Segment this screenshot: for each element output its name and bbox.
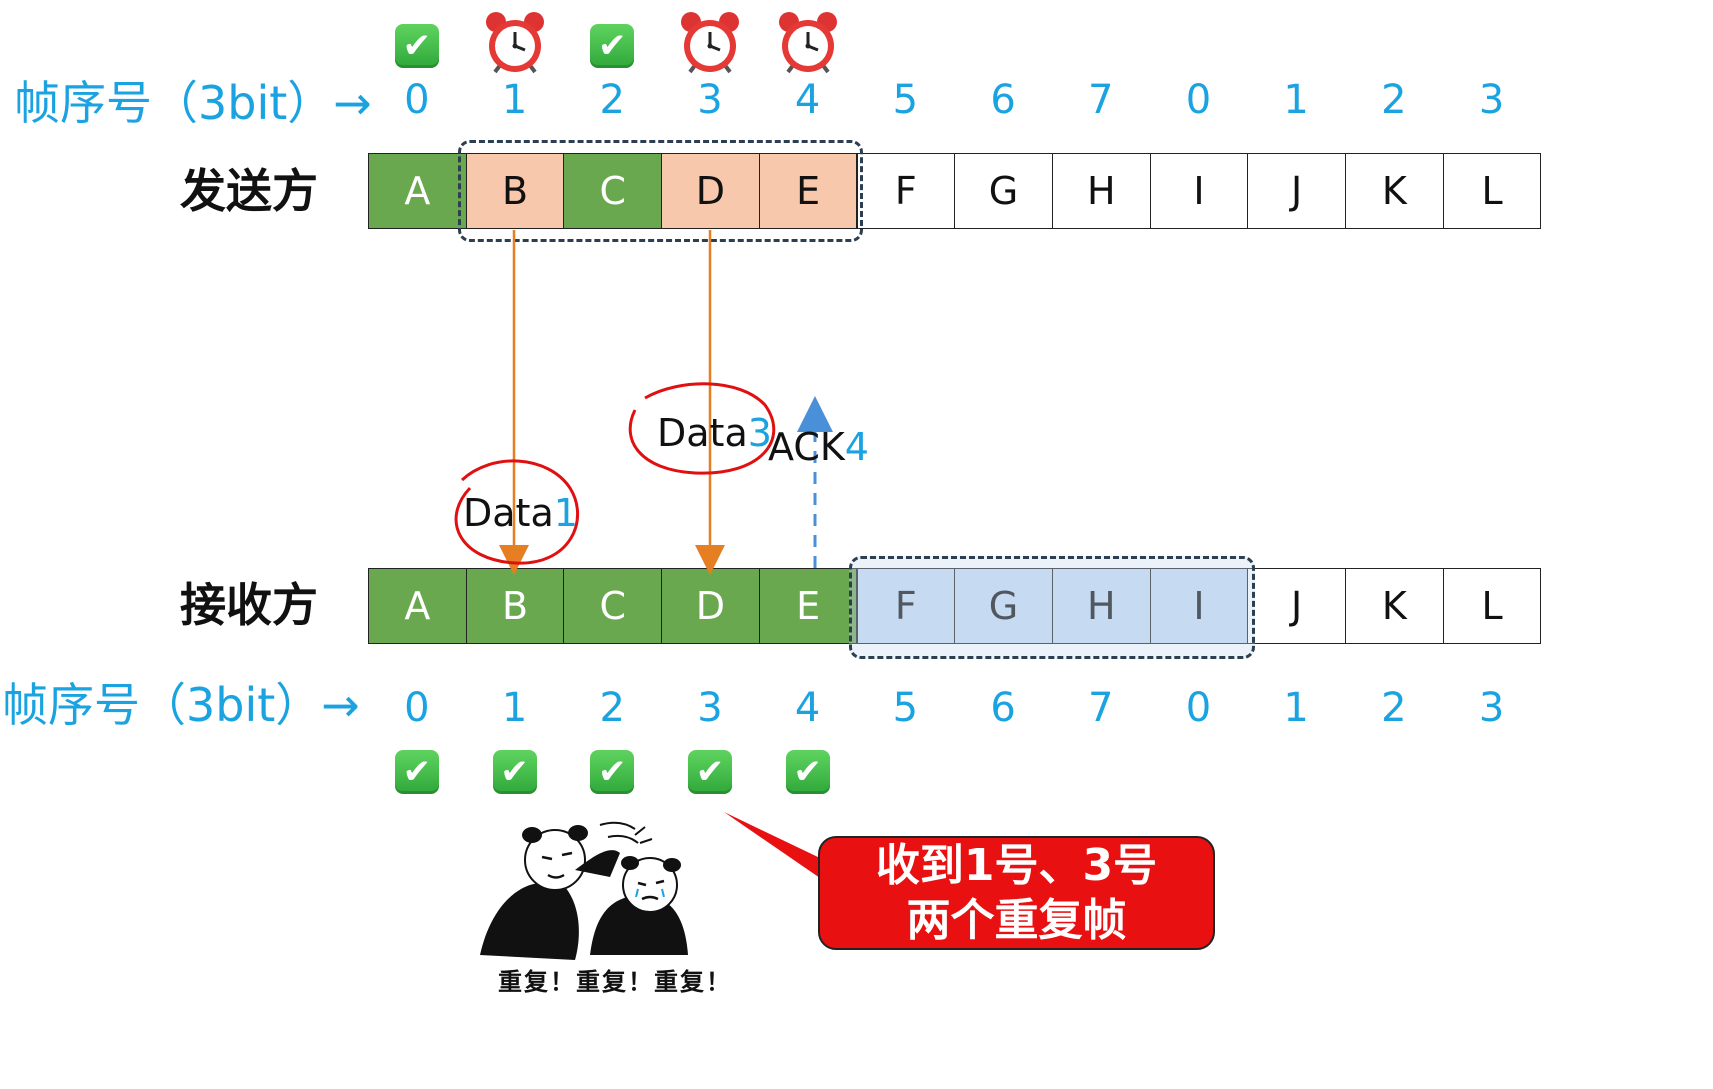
sender-seq-number: 3: [1478, 77, 1505, 123]
callout-line-1: 收到1号、3号: [875, 840, 1158, 891]
checkmark-icon: ✔: [394, 750, 439, 794]
data1-circle: [454, 459, 580, 565]
data1-label: Data1: [463, 491, 578, 535]
sender-frame-b: B: [465, 153, 565, 229]
alarm-clock-icon: [678, 10, 742, 82]
checkmark-icon: ✔: [492, 750, 537, 794]
receiver-frame-a: A: [368, 568, 467, 644]
receiver-seq-number: 7: [1088, 685, 1114, 731]
sender-seq-number: 0: [404, 77, 430, 123]
duplicate-frames-callout: 收到1号、3号 两个重复帧: [818, 836, 1215, 950]
sender-frame-k: K: [1345, 153, 1444, 229]
callout-tail: [724, 812, 820, 878]
receiver-window: [849, 556, 1255, 659]
checkmark-icon: ✔: [590, 750, 635, 794]
receiver-label: 接收方: [180, 578, 318, 632]
receiver-frame-d: D: [661, 568, 760, 644]
receiver-frame-k: K: [1345, 568, 1444, 644]
receiver-seq-number: 3: [1478, 685, 1505, 731]
sender-seq-number: 2: [599, 77, 625, 123]
checkmark-icon: ✔: [394, 24, 439, 68]
sender-seq-number: 7: [1088, 77, 1114, 123]
sender-frame-i: I: [1149, 153, 1249, 229]
receiver-frame-g: G: [954, 568, 1053, 644]
sender-frame-f: F: [856, 153, 956, 229]
callout-line-2: 两个重复帧: [906, 895, 1127, 946]
sender-seq-number: 1: [1283, 77, 1309, 123]
panda-meme-icon: [480, 821, 688, 960]
receiver-seq-number: 4: [794, 685, 821, 731]
sender-window: [458, 140, 863, 242]
receiver-frame-h: H: [1051, 568, 1151, 644]
receiver-seq-number: 2: [599, 685, 625, 731]
sender-frame-l: L: [1442, 153, 1542, 229]
receiver-frame-l: L: [1442, 568, 1542, 644]
sender-frame-e: E: [758, 153, 858, 229]
sender-frame-g: G: [954, 153, 1053, 229]
sender-frame-j: J: [1247, 153, 1346, 229]
receiver-seq-number: 1: [501, 685, 528, 731]
receiver-frame-e: E: [758, 568, 858, 644]
receiver-frame-i: I: [1149, 568, 1249, 644]
ack4-label: ACK4: [768, 425, 869, 469]
sender-seq-number: 3: [697, 77, 723, 123]
checkmark-icon: ✔: [785, 750, 830, 794]
alarm-clock-icon: [776, 10, 840, 82]
sender-seq-number: 0: [1185, 77, 1212, 123]
data3-label: Data3: [657, 411, 772, 455]
receiver-seq-number: 3: [697, 685, 723, 731]
sender-seq-number: 6: [990, 77, 1016, 123]
sender-frame-h: H: [1051, 153, 1151, 229]
sender-frame-c: C: [563, 153, 663, 229]
sender-seq-number: 4: [794, 77, 821, 123]
alarm-clock-icon: [483, 10, 547, 82]
receiver-seq-label: 帧序号（3bit）→: [2, 678, 360, 732]
receiver-seq-number: 1: [1283, 685, 1309, 731]
receiver-seq-number: 0: [1185, 685, 1212, 731]
receiver-frame-f: F: [856, 568, 956, 644]
sender-seq-number: 2: [1381, 77, 1407, 123]
checkmark-icon: ✔: [687, 750, 732, 794]
checkmark-icon: ✔: [590, 24, 635, 68]
sender-label: 发送方: [180, 164, 318, 218]
sender-seq-number: 1: [501, 77, 528, 123]
data3-circle: [628, 382, 776, 475]
receiver-frame-j: J: [1247, 568, 1346, 644]
receiver-seq-number: 5: [892, 685, 919, 731]
sender-seq-number: 5: [892, 77, 919, 123]
panda-caption: 重复！重复！重复！: [498, 968, 732, 996]
receiver-seq-number: 2: [1381, 685, 1407, 731]
sender-seq-label: 帧序号（3bit）→: [14, 76, 372, 130]
receiver-seq-number: 6: [990, 685, 1016, 731]
receiver-seq-number: 0: [404, 685, 430, 731]
